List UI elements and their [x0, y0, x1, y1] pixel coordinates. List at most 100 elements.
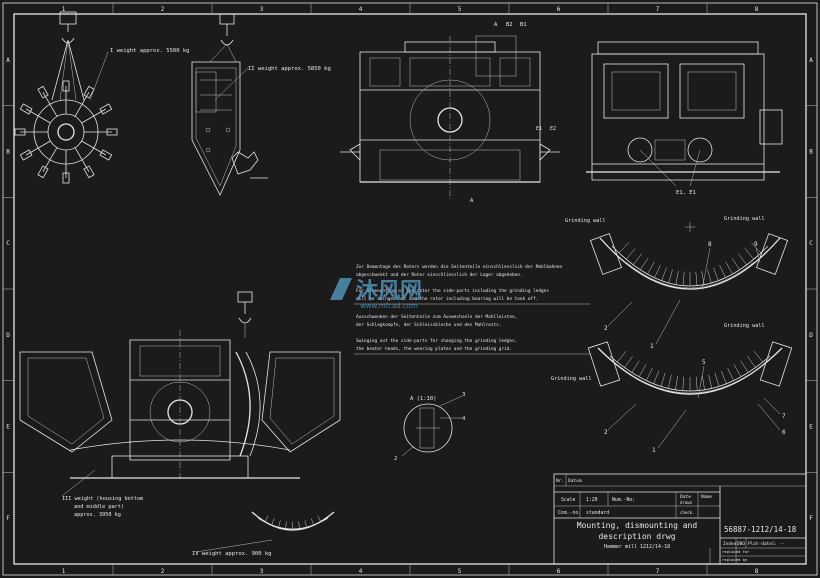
front-section-mark-a2: A	[470, 198, 474, 204]
date-label: Date	[680, 494, 691, 500]
callout-7: 7	[782, 413, 786, 420]
view-swung-out	[19, 291, 341, 497]
note-de2-line2: der Schlagkoepfe, der Schleissbleche und…	[356, 322, 501, 328]
detail-a	[401, 395, 463, 457]
drawing-number: 56887-1212/14-18	[724, 525, 797, 534]
front-tag-b1: B1	[520, 22, 527, 28]
grid-col-label: 7	[656, 568, 660, 575]
title-block-datum: Datum	[568, 478, 582, 484]
watermark-url: www.mfcad.com	[360, 302, 418, 310]
view-front	[340, 35, 560, 200]
comm-value: standard	[586, 510, 609, 516]
note-de-line2: abgeschwenkt und der Rotor einschliessli…	[356, 272, 523, 278]
grid-row-label: D	[6, 332, 10, 339]
grid-col-label: 1	[62, 6, 66, 13]
drawing-title-line1: Mounting, dismounting and	[577, 521, 698, 530]
scale-label: Scale	[561, 497, 576, 503]
grid-col-label: 8	[755, 568, 759, 575]
detail-callout-3: 3	[462, 392, 465, 398]
view4-label: IV weight approx. 900 kg	[192, 551, 271, 557]
grid-col-label: 3	[260, 6, 264, 13]
note-en2-line1: Swinging out the side-parts for changing…	[356, 338, 517, 344]
note-en2-line2: the beater heads, the wearing plates and…	[356, 346, 512, 352]
detail-a-title: A (1:10)	[410, 396, 437, 402]
grid-row-label: E	[6, 424, 10, 431]
grid-col-label: 5	[458, 568, 462, 575]
front-tag-e1: E1	[536, 126, 542, 132]
grid-row-label: F	[6, 515, 10, 522]
grinding-wall-label-top-left: Grinding wall	[565, 218, 606, 224]
view-side-part-lifted	[191, 13, 268, 196]
machine-name: Hammer mill 1212/14-18	[604, 544, 670, 550]
callout-1-top: 1	[650, 343, 654, 350]
grid-col-label: 4	[359, 568, 363, 575]
grid-row-label: D	[809, 332, 813, 339]
replaced-by-label: replaced by	[722, 557, 748, 562]
grid-row-label: A	[809, 57, 813, 64]
view-grinding-segment	[195, 511, 335, 553]
grid-row-label: B	[6, 149, 10, 156]
view-rotor-lifted	[14, 11, 118, 184]
grid-col-label: 1	[62, 568, 66, 575]
grinding-wall-label-bottom-left: Grinding wall	[551, 376, 592, 382]
watermark-text: 沐风网	[356, 279, 422, 304]
number-label: Num.-No:	[612, 497, 635, 503]
comm-label: Com.-no.	[558, 510, 581, 516]
drawing-title-line2: description drwg	[598, 532, 675, 541]
front-tag-b2: B2	[506, 22, 513, 28]
grid-col-label: 8	[755, 6, 759, 13]
dbo-label: DBO	[737, 541, 745, 547]
note-en-line2: will be swinged out and the rotor includ…	[356, 296, 538, 302]
view3-label-line3: approx. 3950 kg	[74, 512, 121, 518]
grid-row-label: A	[6, 57, 10, 64]
checked-label: check.	[680, 510, 694, 515]
title-block	[553, 473, 807, 565]
grid-col-label: 7	[656, 6, 660, 13]
grid-row-label: C	[6, 240, 10, 247]
grid-col-label: 6	[557, 6, 561, 13]
note-de-line1: Zur Demontage des Rotors werden die Seit…	[356, 264, 563, 270]
front-section-mark-a: A	[494, 22, 498, 28]
grid-col-label: 5	[458, 6, 462, 13]
callout-2-top: 2	[604, 325, 608, 332]
callout-8: 8	[708, 241, 712, 248]
notes-block: Zur Demontage des Rotors werden die Seit…	[354, 264, 590, 355]
grid-row-label: F	[809, 515, 813, 522]
grinding-wall-label-top-right: Grinding wall	[724, 216, 765, 222]
grid-col-label: 3	[260, 568, 264, 575]
name-label: Name	[701, 494, 712, 500]
watermark: 沐风网 www.mfcad.com	[330, 278, 422, 310]
callout-1-bottom: 1	[652, 447, 656, 454]
callout-9: 9	[754, 241, 758, 248]
view3-label-line2: and middle part)	[74, 504, 124, 510]
side-tag-e: E1, E1	[676, 190, 696, 196]
callout-6: 6	[782, 429, 786, 436]
view3-label-line1: III weight (housing bottom	[62, 496, 143, 502]
drawn-label: drawn	[680, 500, 693, 505]
index-label: Index	[723, 541, 737, 547]
view2-label: II weight approx. 5850 kg	[248, 66, 331, 72]
title-block-nr: Nr.	[556, 478, 564, 484]
detail-callout-2: 2	[394, 456, 397, 462]
scale-value: 1:20	[586, 497, 598, 503]
callout-2-bottom: 2	[604, 429, 608, 436]
grid-row-label: B	[809, 149, 813, 156]
callout-5: 5	[702, 359, 706, 366]
grinding-wall-top	[589, 222, 789, 290]
grid-col-label: 4	[359, 6, 363, 13]
view-side	[586, 41, 783, 187]
grid-row-label: C	[809, 240, 813, 247]
grid-row-label: E	[809, 424, 813, 431]
note-en-line1: For dismounting of the rotor the side-pa…	[356, 288, 549, 294]
grinding-wall-bottom	[587, 341, 793, 395]
detail-callout-4: 4	[462, 416, 466, 422]
grid-col-label: 2	[161, 568, 165, 575]
grid-col-label: 2	[161, 6, 165, 13]
replaced-for-label: replaced for	[722, 549, 750, 554]
grinding-wall-label-bottom-right: Grinding wall	[724, 323, 765, 329]
grid-col-label: 6	[557, 568, 561, 575]
front-tag-e2: E2	[550, 126, 556, 132]
